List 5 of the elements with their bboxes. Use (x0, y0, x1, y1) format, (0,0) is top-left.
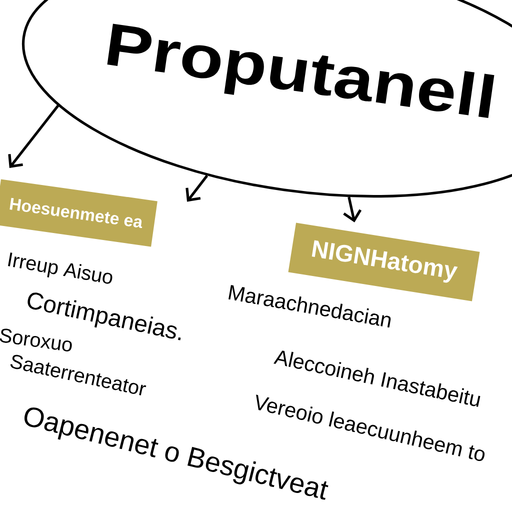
arrow (186, 174, 208, 202)
heading-box: Hoesuenmete ea (0, 179, 158, 247)
arrow (343, 196, 362, 222)
list-text: Irreup Aisuo (8, 252, 112, 284)
arrow (8, 104, 60, 168)
